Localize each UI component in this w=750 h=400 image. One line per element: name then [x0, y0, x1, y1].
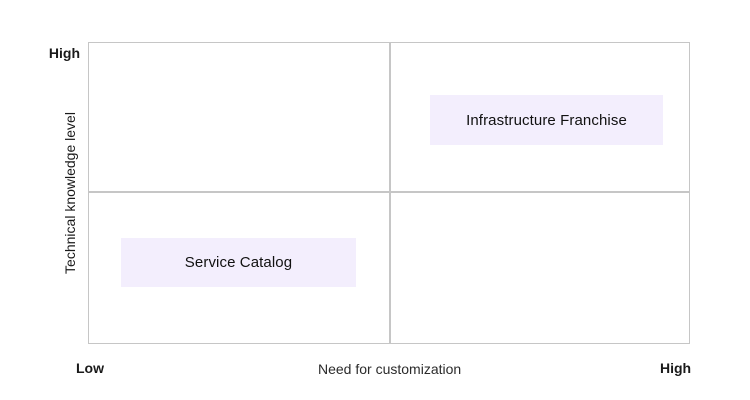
quadrant-bottom-right[interactable]: [390, 193, 690, 343]
matrix-vertical-divider: [389, 42, 391, 344]
matrix-horizontal-divider: [88, 191, 690, 193]
item-service-catalog[interactable]: Service Catalog: [121, 238, 356, 287]
item-infrastructure-franchise[interactable]: Infrastructure Franchise: [430, 95, 663, 145]
item-service-catalog-label: Service Catalog: [184, 254, 293, 271]
x-axis-title: Need for customization: [318, 361, 462, 377]
y-axis-title: Technical knowledge level: [62, 112, 78, 274]
x-axis-low-tick-label: Low: [76, 360, 104, 376]
quadrant-top-left[interactable]: [89, 43, 389, 191]
item-infrastructure-franchise-label: Infrastructure Franchise: [466, 111, 627, 129]
x-axis-high-tick-label: High: [660, 360, 692, 376]
y-axis-high-tick-label: High: [48, 45, 80, 61]
